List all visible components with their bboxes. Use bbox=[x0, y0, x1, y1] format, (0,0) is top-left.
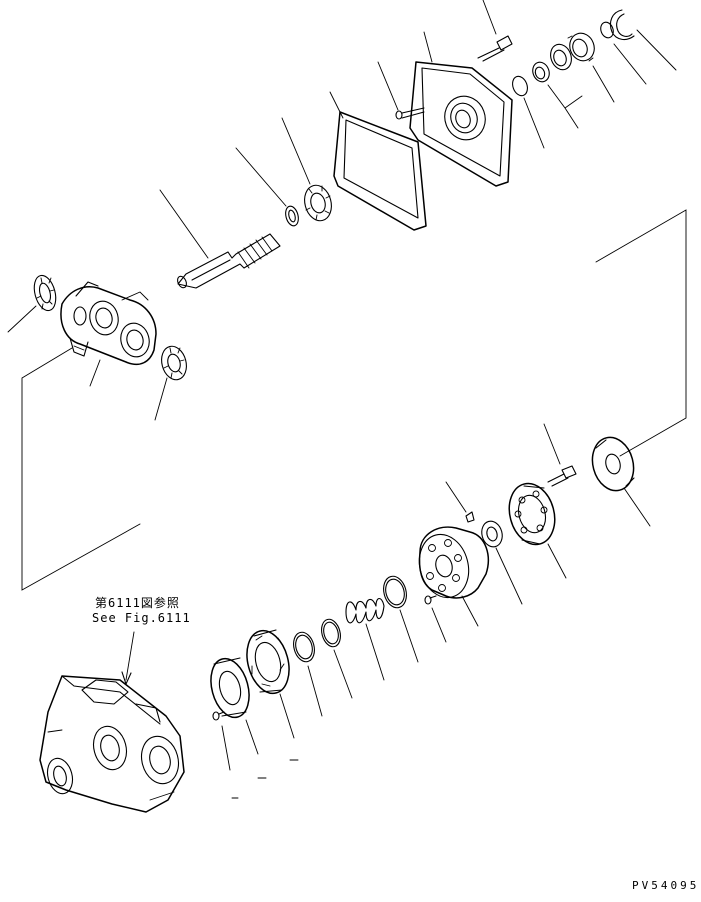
o-ring-small bbox=[600, 21, 647, 85]
washer bbox=[591, 436, 651, 527]
bearing-left bbox=[7, 274, 57, 333]
spring bbox=[345, 597, 385, 681]
retainer-ring bbox=[293, 631, 323, 717]
group-bracket bbox=[21, 209, 687, 591]
bearing-right bbox=[154, 345, 187, 421]
shaft bbox=[159, 189, 281, 289]
reference-note-japanese: 第6111図参照 bbox=[95, 596, 180, 610]
spacer-ring bbox=[550, 43, 572, 71]
retainer bbox=[321, 618, 353, 699]
bolt bbox=[477, 0, 513, 62]
cover-plate bbox=[409, 31, 513, 187]
housing-cover bbox=[60, 281, 157, 387]
pin-lower bbox=[445, 481, 475, 523]
bearing-ring bbox=[532, 61, 583, 129]
cylinder-block bbox=[418, 526, 490, 627]
snap-ring-shaft bbox=[235, 147, 299, 227]
swash-plate bbox=[210, 657, 259, 755]
pin-upper bbox=[377, 61, 425, 120]
reference-note-english: See Fig.6111 bbox=[92, 611, 191, 625]
spacer bbox=[481, 520, 523, 605]
valve-plate bbox=[508, 482, 567, 579]
pump-body bbox=[39, 631, 185, 813]
pin-small bbox=[424, 595, 447, 643]
dimension-marks bbox=[231, 759, 299, 799]
gasket bbox=[329, 91, 427, 231]
bolt-lower bbox=[543, 423, 577, 487]
snap-ring bbox=[609, 9, 677, 71]
figure-code: PV54095 bbox=[632, 879, 700, 892]
o-ring-large bbox=[512, 75, 545, 149]
o-ring-middle bbox=[383, 575, 419, 663]
shoe-plate bbox=[246, 629, 295, 739]
bearing-shaft bbox=[281, 117, 332, 222]
oil-seal bbox=[567, 32, 615, 103]
pin-swash bbox=[212, 711, 231, 771]
